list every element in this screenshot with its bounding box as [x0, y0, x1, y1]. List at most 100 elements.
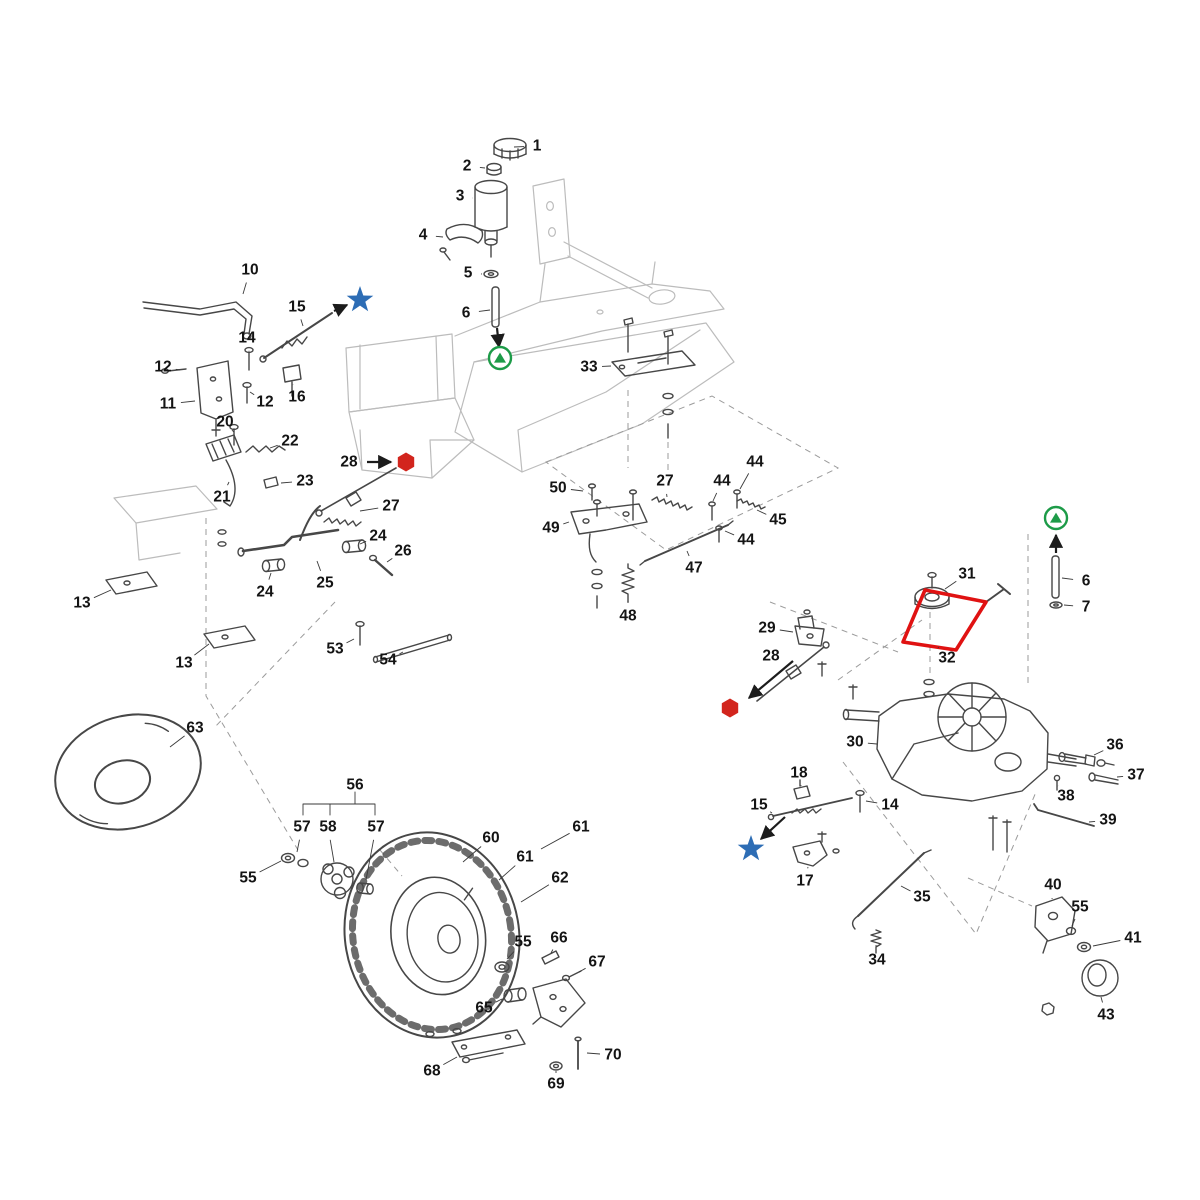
part-49-bracket [570, 503, 648, 609]
part-number-31: 31 [958, 566, 976, 583]
part-linework [54, 137, 1119, 1071]
part-number-27: 27 [382, 498, 399, 515]
part-13-plate-a [105, 571, 158, 595]
part-number-63: 63 [186, 720, 204, 737]
leader-line [506, 951, 515, 960]
part-number-15: 15 [750, 797, 768, 814]
part-number-12: 12 [256, 394, 273, 411]
part-number-17: 17 [796, 873, 813, 890]
part-number-69: 69 [547, 1076, 565, 1093]
part-number-65: 65 [475, 1000, 493, 1017]
part-28-cable-left [315, 467, 397, 517]
part-number-15: 15 [288, 299, 306, 316]
triangle-circle-marker [1043, 505, 1069, 531]
part-16-block [282, 364, 302, 397]
part-number-11: 11 [160, 396, 177, 413]
part-32-belt-link [985, 583, 1011, 603]
leader-line [259, 860, 282, 873]
leader-line [550, 949, 554, 954]
leader-line [1100, 996, 1103, 1003]
leader-line [867, 742, 878, 745]
part-1-2-cap [486, 137, 527, 176]
part-66-key [541, 950, 560, 965]
leader-line [175, 368, 181, 371]
part-number-1: 1 [533, 138, 542, 155]
part-number-14: 14 [238, 330, 256, 347]
label-bracket-56 [302, 791, 376, 816]
part-12-bolt-b [242, 381, 252, 404]
hexagon-marker [397, 452, 415, 472]
part-number-20: 20 [216, 414, 233, 431]
part-number-18: 18 [790, 765, 808, 782]
part-10-lever [142, 301, 253, 340]
part-number-14: 14 [881, 797, 899, 814]
part-14-bolt-left [244, 346, 254, 371]
leader-line [495, 998, 503, 1003]
part-number-40: 40 [1044, 877, 1061, 894]
part-number-21: 21 [213, 489, 231, 506]
part-3-reservoir-tank [474, 179, 508, 258]
part-number-44: 44 [737, 532, 755, 549]
part-number-44: 44 [746, 454, 764, 471]
part-28-cable-right [756, 641, 830, 702]
leader-line [443, 1056, 458, 1065]
part-63-inner-tube [54, 713, 202, 831]
triangle-circle-marker [487, 345, 513, 371]
part-number-55: 55 [1071, 899, 1089, 916]
part-65-bushing [503, 987, 527, 1003]
leader-line [169, 735, 185, 748]
alignment-dashed-lines [205, 390, 1037, 935]
leader-line [194, 643, 210, 656]
leader-lines [93, 146, 1124, 1073]
leader-line [865, 800, 878, 804]
part-12-bolt-a [160, 368, 187, 374]
part-number-48: 48 [619, 608, 637, 625]
part-27-spring-left [323, 517, 362, 527]
part-number-33: 33 [580, 359, 598, 376]
part-number-67: 67 [588, 954, 605, 971]
leader-line [1061, 577, 1074, 580]
leader-line [329, 839, 335, 863]
part-40-bracket [1034, 896, 1076, 954]
part-number-45: 45 [769, 512, 787, 529]
part-29-bracket [794, 609, 827, 677]
part-number-23: 23 [296, 473, 314, 490]
leader-line [756, 509, 767, 515]
leader-line [300, 319, 304, 327]
part-68-bar [425, 1027, 526, 1064]
leader-line [578, 967, 586, 973]
part-48-spring [621, 563, 635, 603]
part-number-26: 26 [394, 543, 412, 560]
leader-line [365, 839, 375, 881]
part-24-bushing-a [341, 539, 367, 554]
part-54-rod [372, 633, 453, 664]
part-60-62-wheel [343, 831, 521, 1039]
part-number-47: 47 [685, 560, 702, 577]
part-number-24: 24 [369, 528, 387, 545]
part-15-rod-left [259, 312, 333, 363]
part-number-22: 22 [281, 433, 298, 450]
part-number-55: 55 [514, 934, 532, 951]
part-5-washer [483, 269, 499, 279]
pointer-arrow [332, 303, 349, 317]
leader-line [540, 832, 570, 850]
part-number-49: 49 [542, 520, 560, 537]
part-34-spring [870, 929, 882, 954]
leader-line [1088, 820, 1096, 823]
leader-line [479, 166, 486, 169]
leader-line [937, 646, 940, 649]
leader-line [227, 481, 230, 486]
leader-line [563, 521, 570, 525]
part-number-25: 25 [316, 575, 334, 592]
part-number-6: 6 [462, 305, 471, 322]
part-number-24: 24 [256, 584, 274, 601]
part-number-43: 43 [1097, 1007, 1115, 1024]
leader-line [386, 558, 393, 563]
part-30-transaxle [842, 678, 1077, 853]
part-6-pin [491, 286, 500, 328]
leader-line [1063, 604, 1074, 607]
part-31-pulley [914, 571, 950, 610]
part-20-bolt [229, 423, 239, 446]
part-69-washer [549, 1061, 563, 1071]
